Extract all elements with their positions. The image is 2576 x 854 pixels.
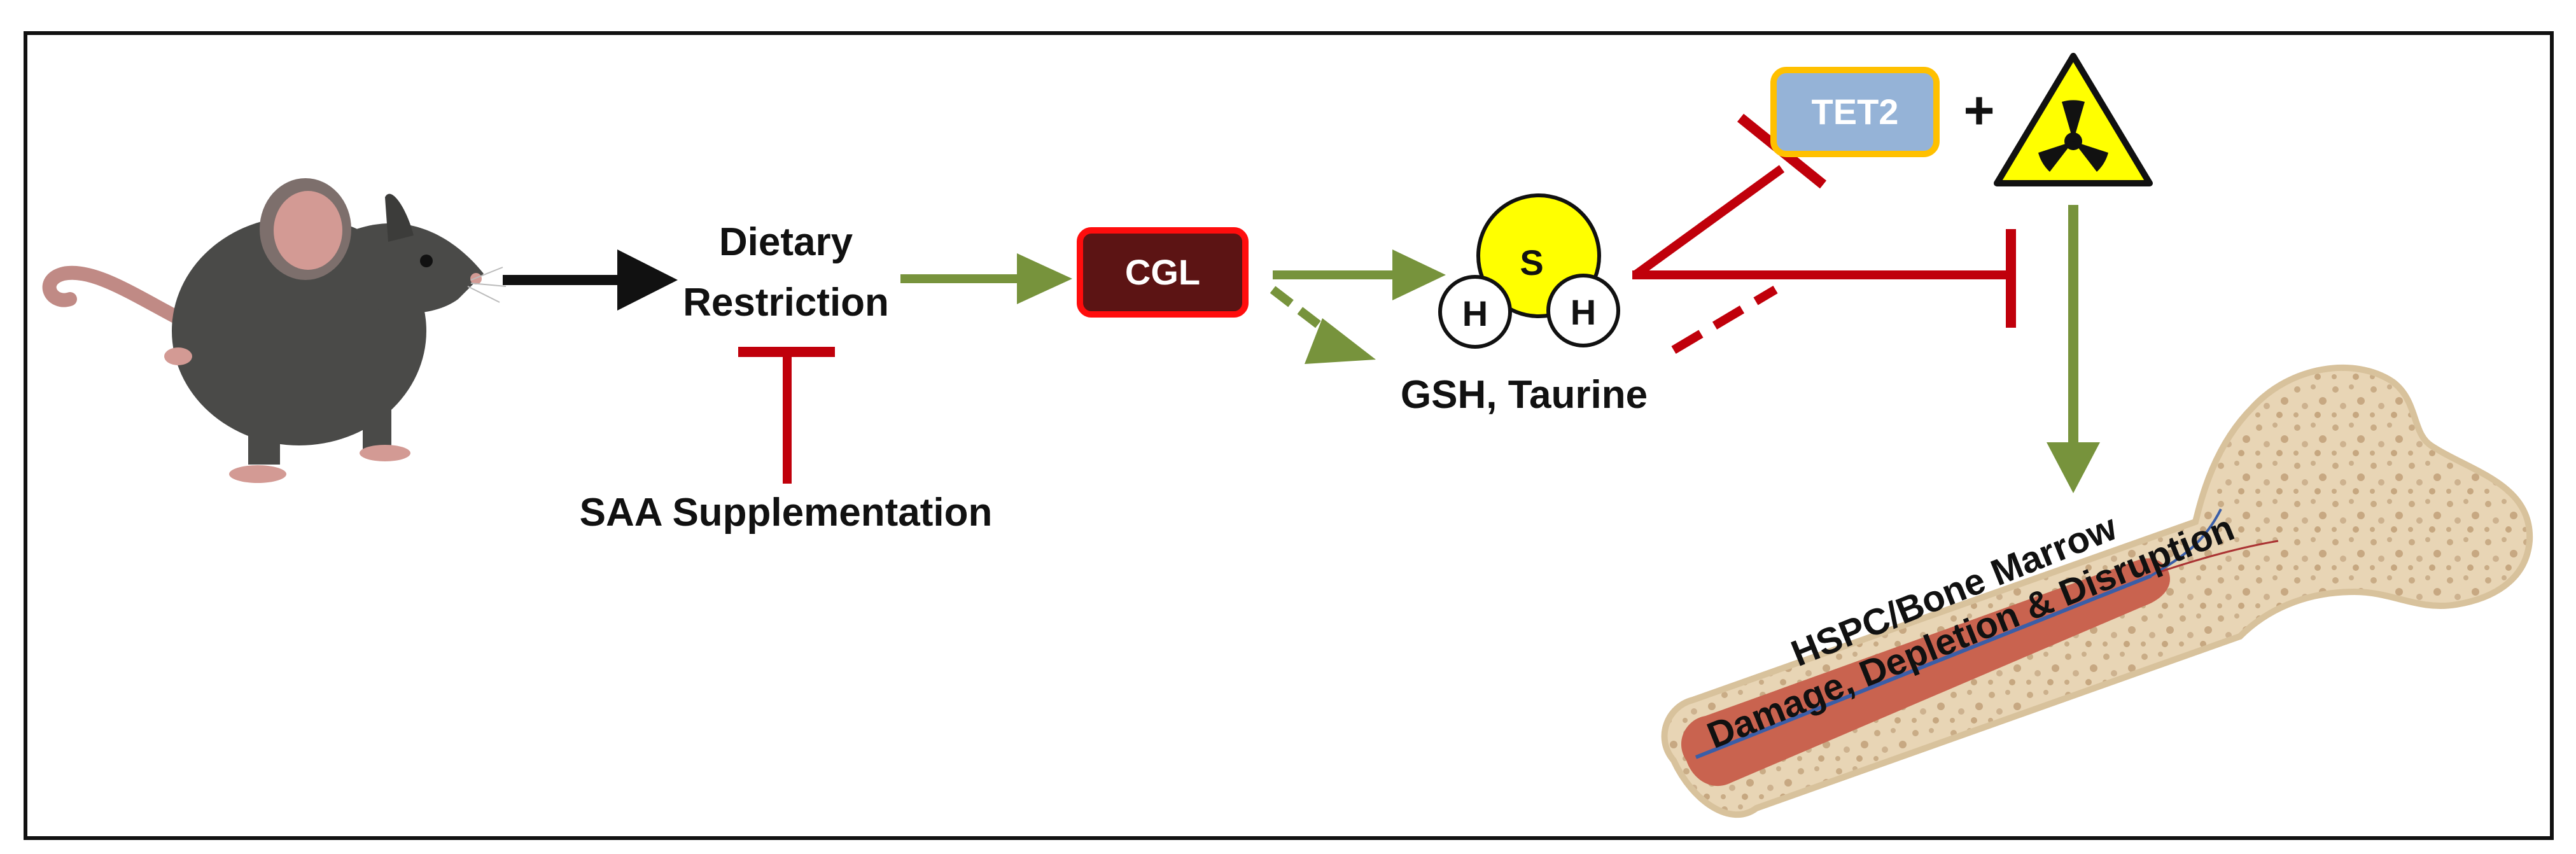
diagram-frame xyxy=(24,31,2554,840)
tet2-label: TET2 xyxy=(1811,92,1899,132)
radiation-hazard-icon xyxy=(1994,53,2153,186)
sulfur-label: S xyxy=(1520,242,1543,283)
hydrogen-atom-left xyxy=(1438,275,1512,349)
tet2-box xyxy=(1770,67,1940,157)
inhibit-h2s-to-tet2 xyxy=(1632,165,1785,279)
cgl-box xyxy=(1077,227,1249,318)
dashed-inhibit-gsh xyxy=(1671,285,1778,354)
femur-bone-icon xyxy=(1661,364,2533,818)
arrowhead-radiation-to-bone xyxy=(2047,442,2100,493)
hydrogen-atom-right xyxy=(1546,274,1620,347)
diet-label-line2: Restriction xyxy=(683,281,889,325)
plus-sign: + xyxy=(1963,80,1995,140)
h2s-molecule: S H H xyxy=(1438,193,1620,349)
mouse-icon xyxy=(42,178,507,483)
arrowhead-mouse-to-diet xyxy=(617,249,678,311)
diet-label-line1: Dietary xyxy=(718,220,853,264)
saa-label: SAA Supplementation xyxy=(579,491,993,535)
arrowhead-cgl-to-h2s xyxy=(1392,249,1446,300)
arrowhead-cgl-to-gsh xyxy=(1305,318,1376,364)
cgl-label: CGL xyxy=(1124,252,1201,292)
hydrogen-label-right: H xyxy=(1571,292,1596,332)
arrowhead-diet-to-cgl xyxy=(1017,253,1072,304)
dashed-arrow-cgl-to-gsh xyxy=(1270,286,1336,340)
gsh-label: GSH, Taurine xyxy=(1400,373,1648,417)
hydrogen-label-left: H xyxy=(1462,293,1488,333)
